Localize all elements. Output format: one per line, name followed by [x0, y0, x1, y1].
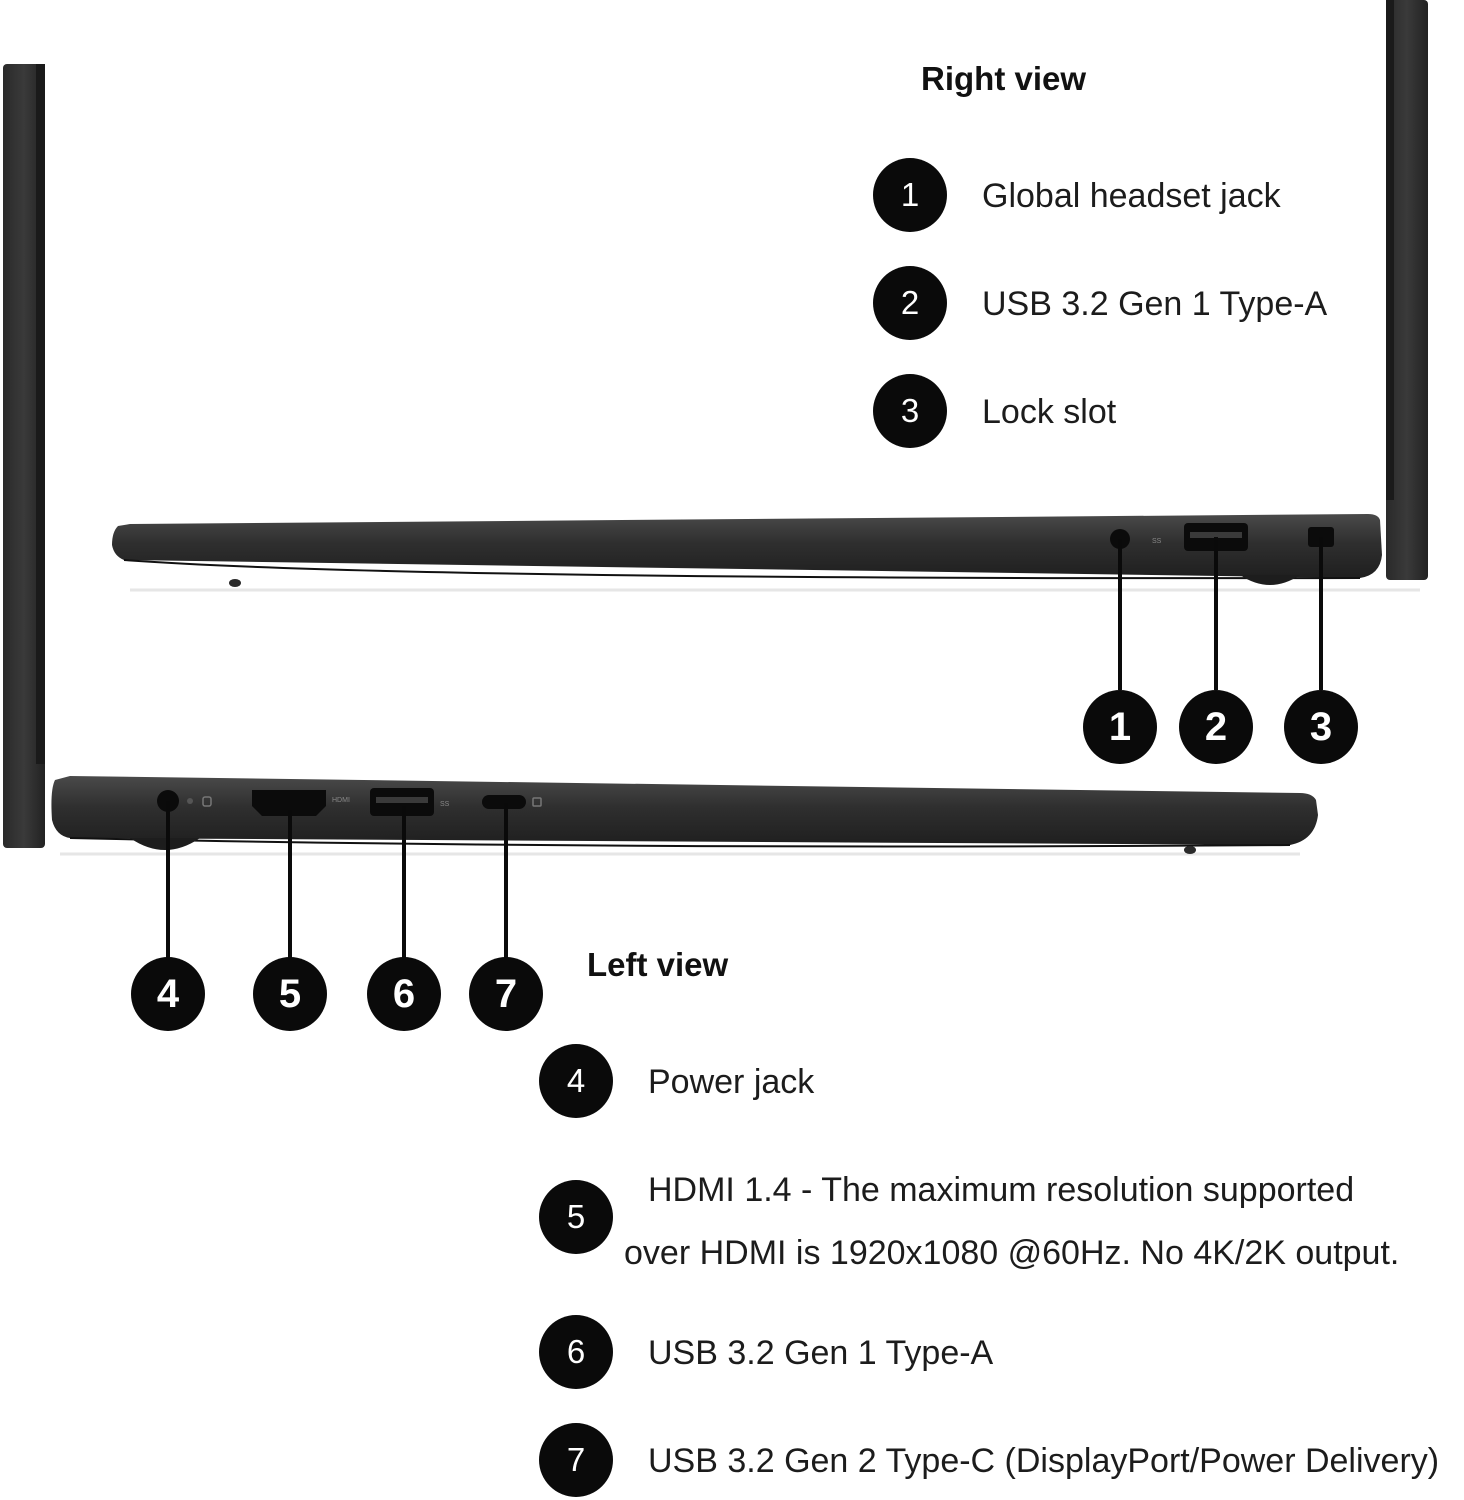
- left-legend-label-4: Power jack: [648, 1063, 815, 1101]
- left-legend-label-5-line1: HDMI 1.4 - The maximum resolution suppor…: [648, 1171, 1355, 1209]
- right-legend-label-3: Lock slot: [982, 393, 1117, 431]
- callout-badge-5: 5: [253, 957, 327, 1031]
- left-legend-badge-4: 4: [539, 1044, 613, 1118]
- callout-badge-3: 3: [1284, 690, 1358, 764]
- left-side-chassis: [51, 776, 1318, 958]
- callout-badge-2: 2: [1179, 690, 1253, 764]
- right-legend-badge-1: 1: [873, 158, 947, 232]
- left-legend-badge-6: 6: [539, 1315, 613, 1389]
- usb-ss-label-left: SS: [440, 801, 450, 808]
- callout-badge-4: 4: [131, 957, 205, 1031]
- hdmi-port: [252, 790, 326, 816]
- left-lid: [3, 64, 45, 848]
- right-legend-label-2: USB 3.2 Gen 1 Type-A: [982, 285, 1328, 323]
- left-legend-label-6: USB 3.2 Gen 1 Type-A: [648, 1334, 994, 1372]
- callout-badge-1: 1: [1083, 690, 1157, 764]
- right-legend-label-1: Global headset jack: [982, 177, 1281, 215]
- callout-badge-6: 6: [367, 957, 441, 1031]
- usb-ss-label-right: SS: [1152, 538, 1162, 545]
- left-legend-label-5-line2: over HDMI is 1920x1080 @60Hz. No 4K/2K o…: [624, 1234, 1400, 1272]
- left-legend-badge-5: 5: [539, 1180, 613, 1254]
- callout-badge-7: 7: [469, 957, 543, 1031]
- left-legend-badge-7: 7: [539, 1423, 613, 1497]
- left-legend-label-7: USB 3.2 Gen 2 Type-C (DisplayPort/Power …: [648, 1442, 1440, 1480]
- hdmi-port-label: HDMI: [332, 797, 350, 804]
- right-view-heading: Right view: [921, 60, 1087, 97]
- right-lid: [1386, 0, 1428, 580]
- right-side-chassis: [112, 514, 1420, 690]
- right-legend-badge-3: 3: [873, 374, 947, 448]
- usb-c-port: [482, 795, 526, 809]
- left-view-heading: Left view: [587, 946, 729, 983]
- right-legend-badge-2: 2: [873, 266, 947, 340]
